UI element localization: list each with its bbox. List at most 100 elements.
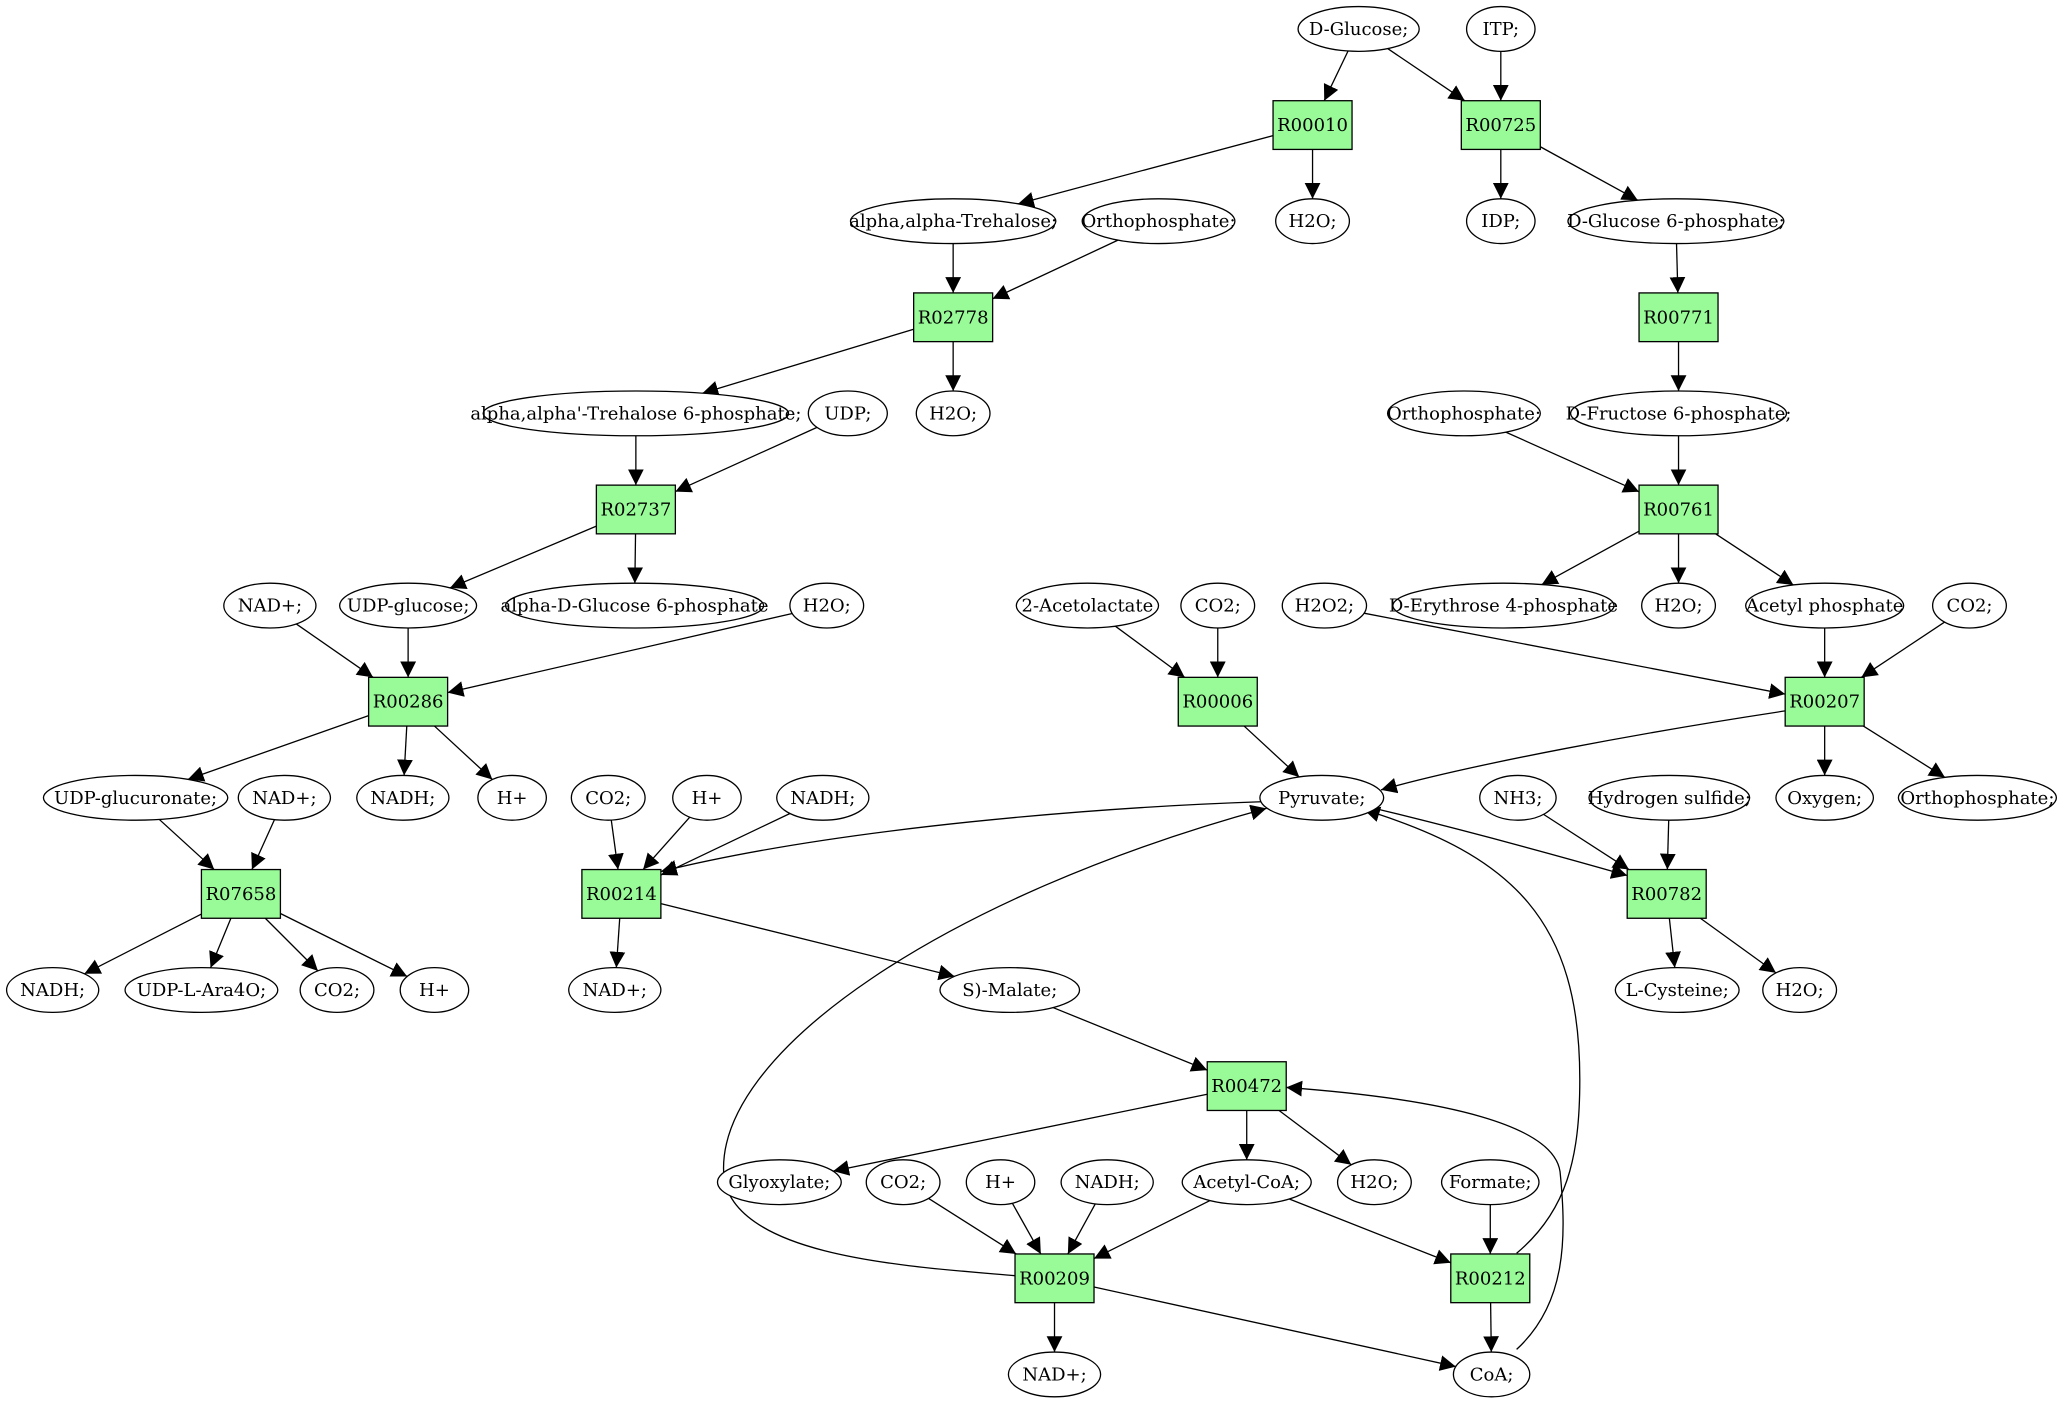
- compound-node-h2o[interactable]: H2O;: [1641, 582, 1717, 629]
- edge-pyruvate-to-r00214: [661, 802, 1261, 876]
- reaction-node-r00212[interactable]: R00212: [1450, 1253, 1531, 1304]
- reaction-label: R00771: [1643, 307, 1714, 328]
- compound-node-h[interactable]: H+: [477, 774, 547, 821]
- compound-node-orthophosphate[interactable]: Orthophosphate;: [1082, 198, 1236, 245]
- compound-node-nad[interactable]: NAD+;: [568, 966, 662, 1014]
- compound-node-h2o[interactable]: H2O;: [1275, 198, 1351, 245]
- reaction-node-r00214[interactable]: R00214: [581, 868, 662, 919]
- compound-node-orthophosphate[interactable]: Orthophosphate;: [1897, 774, 2058, 821]
- compound-label: H2O;: [1289, 211, 1337, 232]
- reaction-node-r00286[interactable]: R00286: [367, 676, 449, 727]
- reaction-node-r00472[interactable]: R00472: [1206, 1061, 1287, 1112]
- reaction-node-r00771[interactable]: R00771: [1638, 292, 1719, 343]
- compound-ellipse: [237, 774, 332, 821]
- compound-node-h2o[interactable]: H2O;: [789, 582, 865, 629]
- edge-r00010-to-trehalose: [1018, 136, 1273, 208]
- compound-ellipse: [807, 390, 888, 437]
- reaction-node-r00006[interactable]: R00006: [1177, 676, 1258, 727]
- reaction-box: [1206, 1061, 1287, 1112]
- compound-label: NADH;: [370, 788, 435, 809]
- compound-node-acetyl-coa[interactable]: Acetyl-CoA;: [1181, 1159, 1312, 1206]
- compound-node-glyoxylate[interactable]: Glyoxylate;: [716, 1159, 842, 1206]
- reaction-node-r00207[interactable]: R00207: [1784, 676, 1865, 727]
- compound-node-udp-l-ara4o[interactable]: UDP-L-Ara4O;: [124, 966, 279, 1014]
- reaction-label: R00725: [1465, 115, 1536, 136]
- compound-node-d-glucose[interactable]: D-Glucose;: [1297, 5, 1420, 52]
- compound-ellipse: [1007, 1351, 1102, 1398]
- compound-label: H2O;: [1655, 596, 1703, 617]
- compound-node-h2o[interactable]: H2O;: [915, 390, 991, 437]
- compound-node-nadh[interactable]: NADH;: [1060, 1159, 1154, 1206]
- compound-label: H2O;: [1776, 980, 1824, 1001]
- reaction-node-r00761[interactable]: R00761: [1638, 484, 1719, 535]
- compound-node-alpha-alpha-trehalose[interactable]: alpha,alpha-Trehalose;: [849, 198, 1057, 245]
- edge-co2-3-to-r00214: [608, 820, 624, 869]
- reaction-box: [1638, 292, 1719, 343]
- compound-label: NAD+;: [252, 788, 316, 809]
- compound-node-udp[interactable]: UDP;: [807, 390, 888, 437]
- compound-node-nadh[interactable]: NADH;: [356, 774, 450, 821]
- compound-node-co2[interactable]: CO2;: [865, 1159, 941, 1206]
- compound-node-h2o[interactable]: H2O;: [1336, 1159, 1412, 1206]
- reaction-node-r07658[interactable]: R07658: [200, 868, 282, 919]
- compound-ellipse: [1392, 582, 1615, 629]
- reaction-node-r00725[interactable]: R00725: [1460, 100, 1541, 151]
- compound-node-co2[interactable]: CO2;: [1931, 582, 2007, 629]
- compound-node-nad[interactable]: NAD+;: [223, 582, 317, 629]
- reaction-node-r02778[interactable]: R02778: [913, 292, 994, 343]
- compound-ellipse: [1614, 966, 1740, 1014]
- compound-node-h[interactable]: H+: [672, 774, 742, 821]
- compound-node-udp-glucuronate[interactable]: UDP-glucuronate;: [42, 774, 229, 821]
- compound-node-co2[interactable]: CO2;: [570, 774, 646, 821]
- compound-ellipse: [223, 582, 317, 629]
- reaction-node-r00010[interactable]: R00010: [1272, 100, 1353, 151]
- compound-node-oxygen[interactable]: Oxygen;: [1775, 774, 1875, 821]
- compound-node-h2o2[interactable]: H2O2;: [1281, 582, 1368, 629]
- compound-node-udp-glucose[interactable]: UDP-glucose;: [339, 582, 478, 629]
- compound-ellipse: [965, 1159, 1036, 1206]
- compound-node-h2o[interactable]: H2O;: [1762, 966, 1838, 1014]
- compound-node-pyruvate[interactable]: Pyruvate;: [1259, 774, 1385, 821]
- compound-node-formate[interactable]: Formate;: [1440, 1159, 1540, 1206]
- compound-node-itp[interactable]: ITP;: [1465, 5, 1536, 52]
- compound-node-acetyl-phosphate[interactable]: Acetyl phosphate: [1745, 582, 1905, 629]
- compound-node-d-fructose-6-phosphate[interactable]: D-Fructose 6-phosphate;: [1566, 390, 1792, 437]
- compound-node-co2[interactable]: CO2;: [299, 966, 375, 1014]
- edge-layer: [84, 49, 1945, 1371]
- compound-node-nadh[interactable]: NADH;: [5, 966, 100, 1014]
- compound-node-idp[interactable]: IDP;: [1465, 198, 1536, 245]
- compound-node-nh3[interactable]: NH3;: [1479, 774, 1557, 821]
- compound-label: L-Cysteine;: [1626, 980, 1729, 1001]
- compound-ellipse: [1386, 390, 1541, 437]
- compound-ellipse: [915, 390, 991, 437]
- compound-node-2-acetolactate[interactable]: 2-Acetolactate: [1015, 582, 1160, 629]
- compound-node-hydrogen-sulfide[interactable]: Hydrogen sulfide;: [1588, 774, 1751, 821]
- compound-node-alpha-d-glucose-6-phosphate[interactable]: alpha-D-Glucose 6-phosphate: [501, 582, 769, 629]
- compound-ellipse: [716, 1159, 842, 1206]
- compound-node-coa[interactable]: CoA;: [1452, 1351, 1531, 1398]
- edge-r00214-to-malate: [661, 904, 955, 981]
- compound-node-nad[interactable]: NAD+;: [1007, 1351, 1102, 1398]
- reaction-node-r00209[interactable]: R00209: [1014, 1253, 1095, 1304]
- compound-label: alpha,alpha'-Trehalose 6-phosphate;: [470, 403, 801, 424]
- compound-label: H2O;: [803, 596, 851, 617]
- compound-ellipse: [1762, 966, 1838, 1014]
- compound-node-h[interactable]: H+: [965, 1159, 1036, 1206]
- compound-node-d-erythrose-4-phosphate[interactable]: D-Erythrose 4-phosphate: [1389, 582, 1618, 629]
- compound-node-l-cysteine[interactable]: L-Cysteine;: [1614, 966, 1740, 1014]
- compound-node-h[interactable]: H+: [399, 966, 470, 1014]
- compound-node-orthophosphate[interactable]: Orthophosphate;: [1386, 390, 1541, 437]
- reaction-node-r00782[interactable]: R00782: [1626, 868, 1707, 919]
- compound-node-nadh[interactable]: NADH;: [776, 774, 870, 821]
- compound-label: alpha,alpha-Trehalose;: [849, 211, 1057, 232]
- reaction-box: [581, 868, 662, 919]
- compound-node-alpha-alpha-trehalose-6-phosphate[interactable]: alpha,alpha'-Trehalose 6-phosphate;: [470, 390, 801, 437]
- compound-node-d-glucose-6-phosphate[interactable]: D-Glucose 6-phosphate;: [1567, 198, 1785, 245]
- compound-node-nad[interactable]: NAD+;: [237, 774, 332, 821]
- edge-co2-5-to-r00209: [929, 1198, 1017, 1254]
- reaction-node-r02737[interactable]: R02737: [595, 484, 677, 535]
- compound-label: D-Glucose 6-phosphate;: [1567, 211, 1785, 232]
- compound-label: UDP-L-Ara4O;: [137, 980, 266, 1001]
- compound-node-co2[interactable]: CO2;: [1180, 582, 1256, 629]
- compound-node-s-malate[interactable]: S)-Malate;: [939, 966, 1081, 1014]
